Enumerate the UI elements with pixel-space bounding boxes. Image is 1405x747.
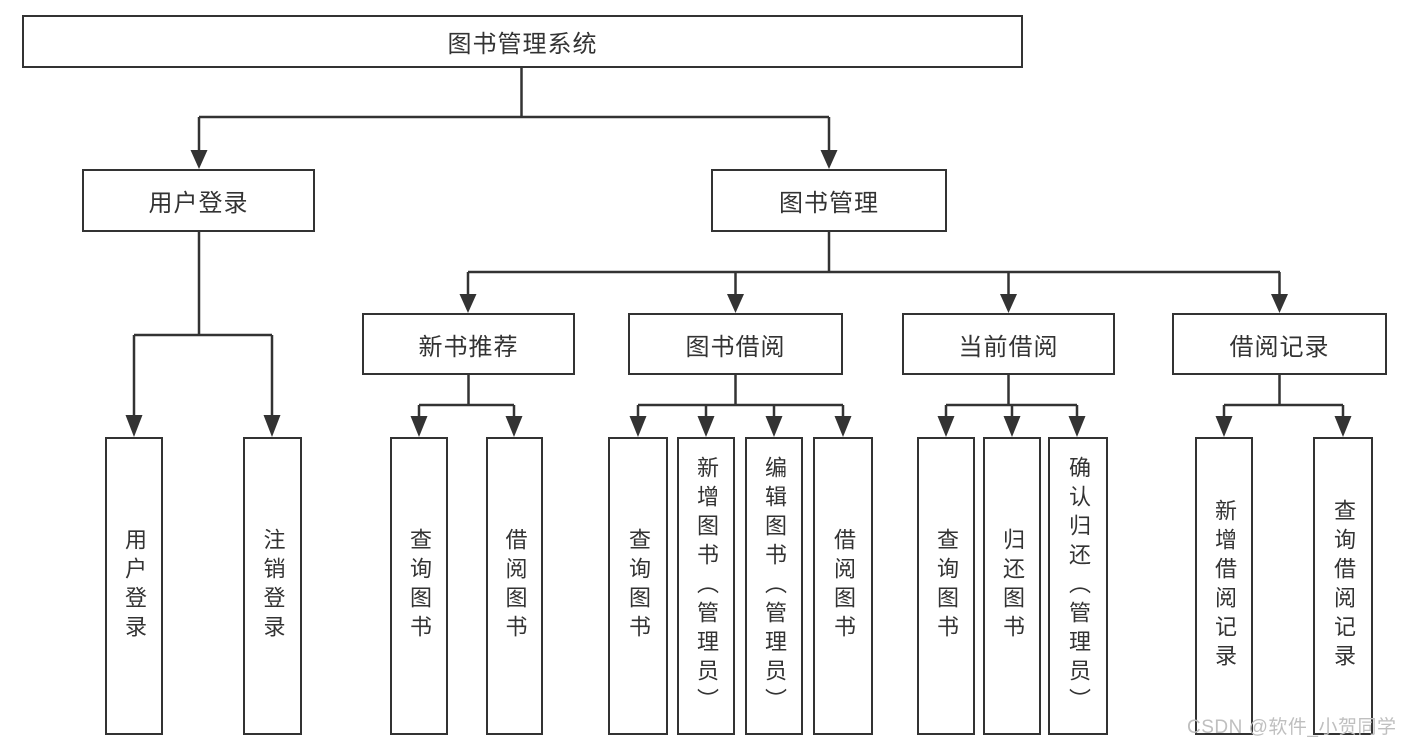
csdn-watermark: CSDN @软件_小贺同学 xyxy=(1187,717,1397,738)
connector-records-to-leaves xyxy=(1222,375,1345,418)
leaf-query-books-borrow-label: 查询图书 xyxy=(626,528,651,644)
leaf-confirm-return-admin-label: 确认归还（管理员） xyxy=(1066,455,1091,717)
node-user-login: 用户登录 xyxy=(82,169,315,232)
leaf-add-borrow-record-label: 新增借阅记录 xyxy=(1212,499,1237,673)
leaf-query-books-current-label: 查询图书 xyxy=(934,528,959,644)
leaf-borrow-books-label: 借阅图书 xyxy=(831,528,856,644)
node-library-management-system: 图书管理系统 xyxy=(22,15,1023,68)
connector-current-to-leaves xyxy=(944,375,1079,418)
node-borrowing-records: 借阅记录 xyxy=(1172,313,1387,375)
leaf-add-books-admin-label: 新增图书（管理员） xyxy=(694,455,719,717)
leaf-logout: 注销登录 xyxy=(243,437,302,735)
node-book-borrowing: 图书借阅 xyxy=(628,313,843,375)
node-book-management: 图书管理 xyxy=(711,169,947,232)
leaf-query-borrow-record: 查询借阅记录 xyxy=(1313,437,1373,735)
connector-bookmgmt-to-level3 xyxy=(466,232,1281,295)
leaf-return-books: 归还图书 xyxy=(983,437,1041,735)
leaf-query-books-current: 查询图书 xyxy=(917,437,975,735)
leaf-return-books-label: 归还图书 xyxy=(1000,528,1025,644)
leaf-logout-label: 注销登录 xyxy=(260,528,286,644)
node-new-book-recommend: 新书推荐 xyxy=(362,313,575,375)
connector-newbook-to-leaves xyxy=(417,375,516,418)
leaf-borrow-books-newbook: 借阅图书 xyxy=(486,437,543,735)
leaf-edit-books-admin: 编辑图书（管理员） xyxy=(745,437,803,735)
connector-root-to-level2 xyxy=(197,68,831,151)
leaf-query-books-newbook-label: 查询图书 xyxy=(407,528,432,644)
leaf-edit-books-admin-label: 编辑图书（管理员） xyxy=(762,455,787,717)
leaf-add-borrow-record: 新增借阅记录 xyxy=(1195,437,1253,735)
leaf-borrow-books: 借阅图书 xyxy=(813,437,873,735)
node-current-borrowing: 当前借阅 xyxy=(902,313,1115,375)
leaf-query-borrow-record-label: 查询借阅记录 xyxy=(1331,499,1356,673)
leaf-borrow-books-newbook-label: 借阅图书 xyxy=(502,528,528,644)
leaf-query-books-newbook: 查询图书 xyxy=(390,437,448,735)
connector-login-to-leaves xyxy=(132,232,274,417)
leaf-add-books-admin: 新增图书（管理员） xyxy=(677,437,735,735)
connector-borrow-to-leaves xyxy=(636,375,845,418)
leaf-query-books-borrow: 查询图书 xyxy=(608,437,668,735)
leaf-user-login-label: 用户登录 xyxy=(122,528,147,644)
leaf-user-login: 用户登录 xyxy=(105,437,163,735)
leaf-confirm-return-admin: 确认归还（管理员） xyxy=(1048,437,1108,735)
